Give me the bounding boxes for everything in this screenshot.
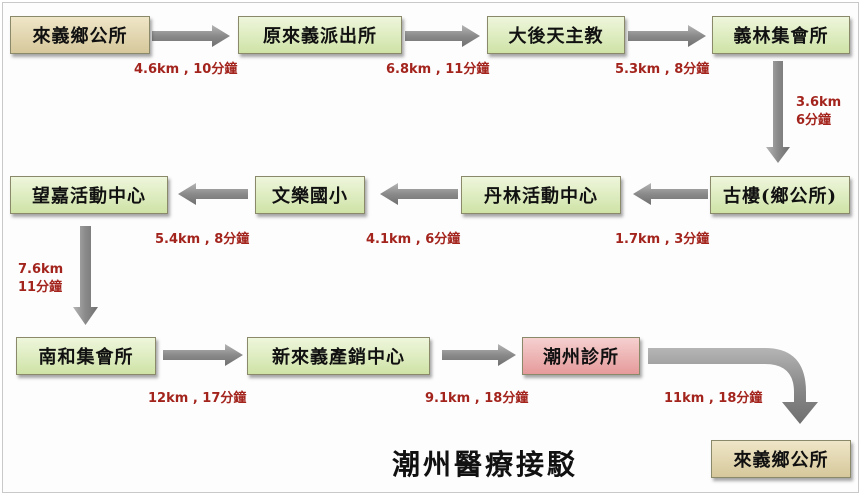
leg-1-label: 4.6km , 10分鐘 bbox=[134, 62, 238, 77]
arrow-leg-9 bbox=[163, 344, 243, 366]
station-xin-laiyi-center: 新來義產銷中心 bbox=[247, 337, 430, 375]
diagram-frame bbox=[2, 2, 859, 493]
arrow-leg-1 bbox=[152, 25, 230, 47]
leg-9-label: 12km , 17分鐘 bbox=[148, 391, 247, 406]
station-danlin-center: 丹林活動中心 bbox=[461, 176, 621, 214]
arrow-leg-11 bbox=[648, 348, 818, 424]
station-wangjia-center: 望嘉活動中心 bbox=[10, 176, 168, 214]
station-end: 來義鄉公所 bbox=[711, 440, 851, 478]
arrow-leg-4 bbox=[766, 61, 790, 163]
leg-10-label: 9.1km , 18分鐘 bbox=[425, 391, 529, 406]
diagram-title: 潮州醫療接駁 bbox=[392, 448, 579, 481]
station-nanhe-hall: 南和集會所 bbox=[16, 337, 156, 375]
station-yuan-laiyi-police: 原來義派出所 bbox=[238, 16, 402, 54]
arrow-leg-5 bbox=[633, 183, 708, 205]
station-start: 來義鄉公所 bbox=[10, 16, 150, 54]
station-gulou: 古樓(鄉公所) bbox=[710, 176, 850, 214]
arrow-leg-7 bbox=[178, 183, 248, 205]
arrow-leg-2 bbox=[405, 25, 480, 47]
leg-2-label: 6.8km , 11分鐘 bbox=[386, 62, 490, 77]
arrow-leg-8 bbox=[73, 226, 98, 325]
station-chaozhou-clinic: 潮州診所 bbox=[522, 337, 640, 375]
leg-6-label: 4.1km , 6分鐘 bbox=[366, 232, 461, 247]
arrow-leg-6 bbox=[380, 183, 458, 205]
station-wenle-school: 文樂國小 bbox=[255, 176, 365, 214]
leg-3-label: 5.3km , 8分鐘 bbox=[615, 62, 710, 77]
arrow-leg-3 bbox=[628, 25, 706, 47]
arrow-leg-10 bbox=[442, 344, 516, 366]
station-dahou-catholic: 大後天主教 bbox=[487, 16, 625, 54]
leg-7-label: 5.4km , 8分鐘 bbox=[155, 232, 250, 247]
leg-5-label: 1.7km , 3分鐘 bbox=[615, 232, 710, 247]
leg-11-label: 11km , 18分鐘 bbox=[664, 391, 763, 406]
station-yilin-hall: 義林集會所 bbox=[712, 16, 850, 54]
